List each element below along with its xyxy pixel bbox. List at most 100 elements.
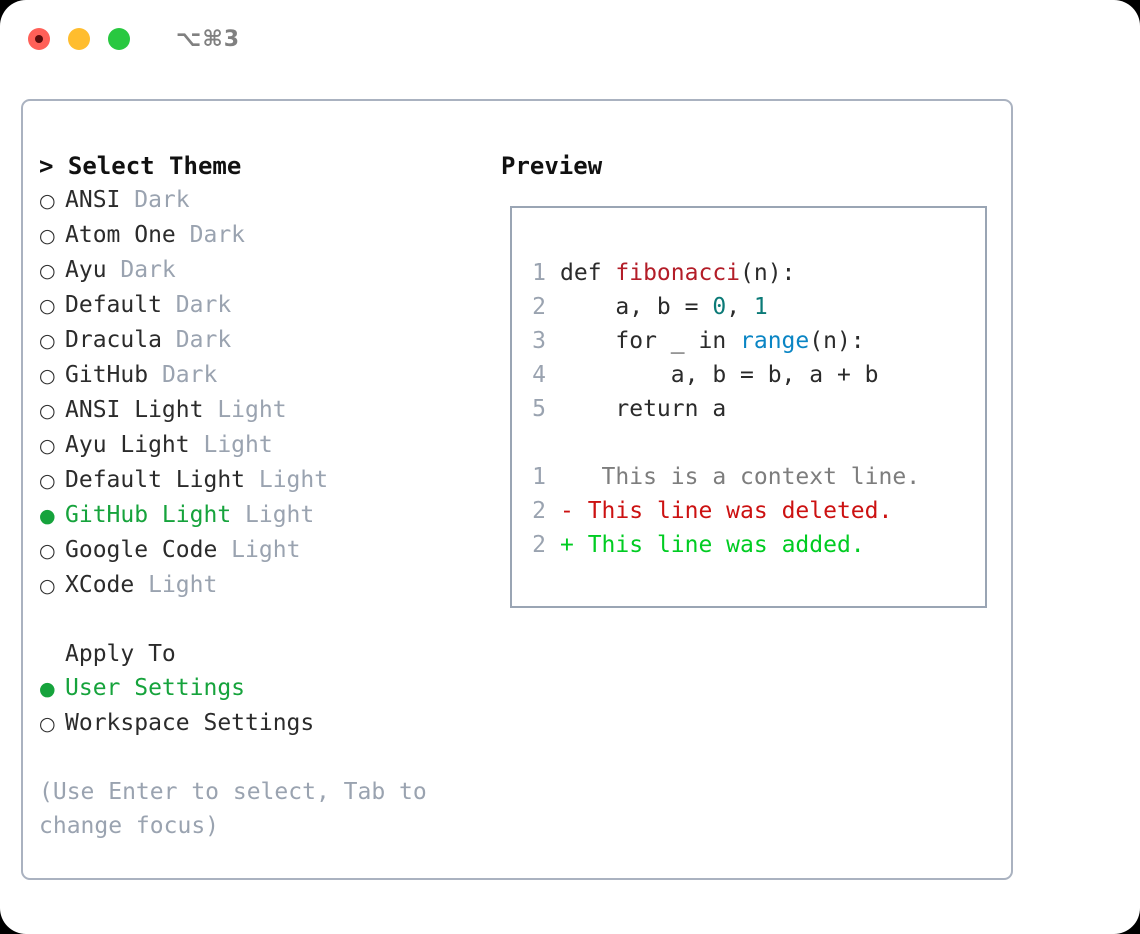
theme-option[interactable]: ○Ayu Dark — [39, 253, 505, 288]
theme-option[interactable]: ○Default Light Light — [39, 463, 505, 498]
title-bar: ⌥⌘3 — [0, 0, 1140, 78]
radio-selected-icon: ● — [39, 505, 56, 527]
radio-unselected-icon: ○ — [39, 540, 56, 562]
theme-option-name: Ayu Light — [65, 432, 190, 458]
diff-line-number: 1 — [532, 464, 546, 490]
code-token-plain: , — [726, 294, 754, 320]
diff-line: 2- This line was deleted. — [530, 494, 977, 528]
theme-option-name: XCode — [65, 572, 135, 598]
diff-line-number: 2 — [532, 532, 546, 558]
diff-line-text: This is a context line. — [573, 464, 921, 490]
section-header-select-theme: > Select Theme — [39, 152, 242, 180]
code-line-text: a, b = b, a + b — [560, 358, 879, 392]
preview-title: Preview — [501, 152, 603, 180]
code-token-plain: def — [560, 260, 616, 286]
theme-option-badge: Dark — [120, 187, 190, 213]
theme-option[interactable]: ○ GitHub Dark — [39, 358, 505, 393]
code-line: 5 return a — [530, 392, 977, 426]
code-token-func: fibonacci — [615, 260, 741, 286]
radio-unselected-icon: ○ — [39, 295, 56, 317]
code-token-plain: (n): — [740, 260, 796, 286]
theme-option-badge: Light — [245, 467, 329, 493]
code-token-plain: return a — [560, 396, 727, 422]
apply-to-title: Apply To — [65, 641, 176, 667]
theme-option-badge: Light — [134, 572, 218, 598]
line-number: 3 — [532, 328, 546, 354]
radio-unselected-icon: ○ — [39, 365, 56, 387]
theme-option[interactable]: ○Google Code Light — [39, 533, 505, 568]
theme-option[interactable]: ○ANSI Light Light — [39, 393, 505, 428]
minimize-button[interactable] — [68, 28, 90, 50]
list-spacer — [39, 603, 505, 637]
maximize-button[interactable] — [108, 28, 130, 50]
keyboard-hint-text: (Use Enter to select, Tab to change focu… — [39, 779, 441, 839]
theme-option[interactable]: ○Ayu Light Light — [39, 428, 505, 463]
line-number: 4 — [532, 362, 546, 388]
close-button[interactable] — [28, 28, 50, 50]
code-token-plain: a, b = b, a + b — [560, 362, 879, 388]
theme-option-badge: Dark — [148, 362, 218, 388]
theme-option[interactable]: ○ Atom One Dark — [39, 218, 505, 253]
code-line-text: a, b = 0, 1 — [560, 290, 768, 324]
theme-option-badge: Light — [189, 432, 273, 458]
diff-line: 1 This is a context line. — [530, 460, 977, 494]
theme-selector-column: > Select Theme ○ANSI Dark○Atom One Dark○… — [23, 149, 505, 878]
code-line: 3 for _ in range(n): — [530, 324, 977, 358]
line-number: 2 — [532, 294, 546, 320]
diff-sign — [560, 460, 574, 494]
theme-option-name: ANSI Light — [65, 397, 204, 423]
code-token-plain: a, b = — [560, 294, 713, 320]
theme-option[interactable]: ○Default Dark — [39, 288, 505, 323]
diff-line-text: This line was deleted. — [573, 498, 893, 524]
radio-unselected-icon: ○ — [39, 225, 56, 247]
code-token-call: range — [740, 328, 810, 354]
line-number: 5 — [532, 396, 546, 422]
code-token-plain: (n): — [809, 328, 865, 354]
code-line: 4 a, b = b, a + b — [530, 358, 977, 392]
apply-to-option[interactable]: ○Workspace Settings — [39, 706, 505, 741]
apply-to-option-name: User Settings — [65, 675, 246, 701]
radio-unselected-icon: ○ — [39, 400, 56, 422]
apply-to-list[interactable]: ● User Settings ○Workspace Settings — [39, 671, 505, 741]
theme-option[interactable]: ○XCode Light — [39, 568, 505, 603]
radio-selected-icon: ● — [39, 678, 56, 700]
radio-unselected-icon: ○ — [39, 470, 56, 492]
radio-unselected-icon: ○ — [39, 330, 56, 352]
theme-option-name: Atom One — [65, 222, 176, 248]
theme-option-badge: Dark — [161, 327, 232, 353]
diff-sign: - — [560, 498, 574, 524]
theme-option-badge: Light — [217, 537, 301, 563]
keyboard-shortcut-label: ⌥⌘3 — [176, 26, 241, 52]
theme-option-name: GitHub Light — [65, 502, 232, 528]
theme-option-name: Default — [65, 292, 162, 318]
line-number: 1 — [532, 260, 546, 286]
diff-line: 2 + This line was added. — [530, 528, 977, 562]
code-line: 1 def fibonacci(n): — [530, 256, 977, 290]
hint-spacer — [39, 741, 505, 775]
code-token-num: 0 — [712, 294, 727, 320]
code-line-text: def fibonacci(n): — [560, 256, 795, 290]
theme-option-name: ANSI — [65, 187, 121, 213]
theme-option-name: GitHub — [65, 362, 149, 388]
radio-unselected-icon: ○ — [39, 190, 56, 212]
theme-option[interactable]: ○Dracula Dark — [39, 323, 505, 358]
radio-unselected-icon: ○ — [39, 713, 56, 735]
theme-option-badge: Light — [231, 502, 315, 528]
apply-to-option[interactable]: ● User Settings — [39, 671, 505, 706]
theme-list[interactable]: ○ANSI Dark○Atom One Dark○Ayu Dark○Defaul… — [39, 183, 505, 603]
theme-option-badge: Dark — [175, 222, 246, 248]
code-token-plain: for _ in — [560, 328, 741, 354]
theme-option[interactable]: ○ ANSI Dark — [39, 183, 505, 218]
diff-sign: + — [560, 532, 574, 558]
code-blank-line — [530, 426, 977, 460]
diff-line-number: 2 — [532, 498, 546, 524]
code-line-text: return a — [560, 392, 726, 426]
code-token-num: 1 — [753, 294, 768, 320]
diff-line-text: This line was added. — [573, 532, 865, 558]
theme-option-name: Ayu — [65, 257, 107, 283]
theme-option[interactable]: ● GitHub Light Light — [39, 498, 505, 533]
